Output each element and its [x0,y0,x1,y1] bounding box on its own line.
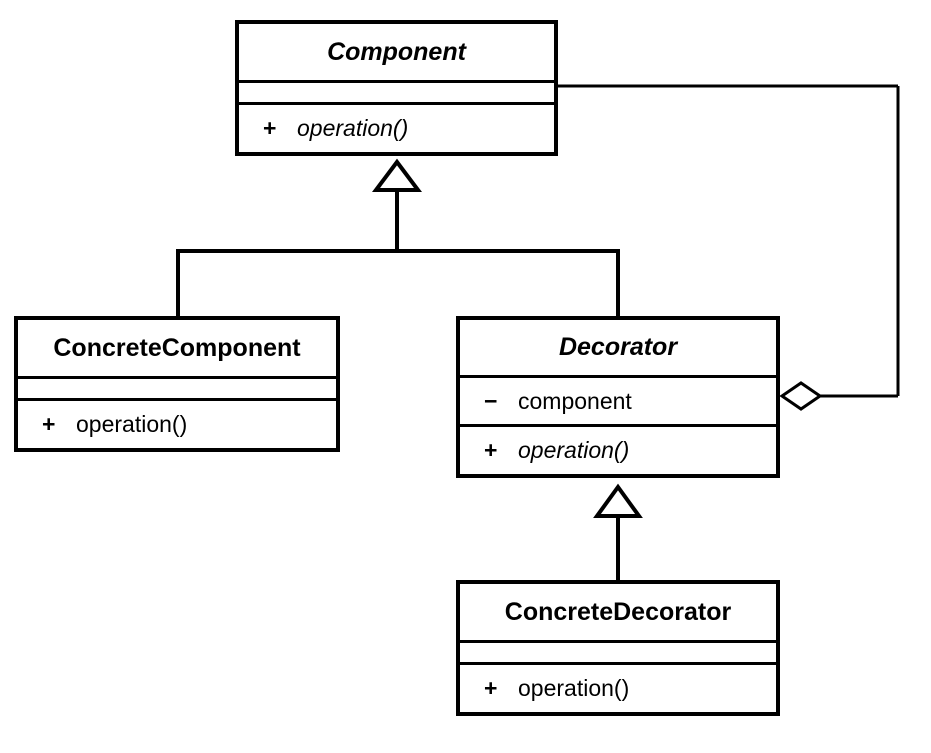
uml-class-decorator[interactable]: Decorator − component + operation() [456,316,780,478]
concretedecorator-operations-compartment: + operation() [460,662,776,712]
decorator-attribute-name: component [518,387,632,414]
uml-class-concretedecorator[interactable]: ConcreteDecorator + operation() [456,580,780,716]
aggregation-decorator-component [558,84,900,398]
generalization-arrowhead-decorator [593,483,643,518]
component-name-compartment: Component [239,24,554,80]
component-operations-compartment: + operation() [239,102,554,152]
concretecomponent-operation-row[interactable]: + operation() [18,411,187,438]
concretedecorator-operation-row[interactable]: + operation() [460,675,629,702]
concretecomponent-operation-name: operation() [76,411,188,437]
component-operation-name: operation() [297,115,409,141]
generalization-arrowhead-component [372,158,422,192]
component-operation-row[interactable]: + operation() [239,115,408,142]
decorator-operation-row[interactable]: + operation() [460,437,629,464]
decorator-attributes-compartment: − component [460,375,776,424]
decorator-operation-name: operation() [518,437,630,463]
concretecomponent-operations-compartment: + operation() [18,398,336,448]
concretecomponent-class-name: ConcreteComponent [53,333,301,362]
concretedecorator-name-compartment: ConcreteDecorator [460,584,776,640]
component-attributes-compartment [239,80,554,102]
uml-class-concretecomponent[interactable]: ConcreteComponent + operation() [14,316,340,452]
concretedecorator-class-name: ConcreteDecorator [504,597,732,626]
decorator-name-compartment: Decorator [460,320,776,375]
aggregation-diamond-icon [779,381,823,411]
concretecomponent-name-compartment: ConcreteComponent [18,320,336,376]
concretedecorator-operation-name: operation() [518,675,630,701]
concretecomponent-operation-visibility: + [42,411,56,437]
uml-class-component[interactable]: Component + operation() [235,20,558,156]
decorator-operation-visibility: + [484,437,498,463]
component-class-name: Component [327,37,466,66]
component-operation-visibility: + [263,115,277,141]
generalization-tree-component [176,188,620,318]
concretedecorator-operation-visibility: + [484,675,498,701]
decorator-attribute-row[interactable]: − component [460,388,632,415]
concretecomponent-attributes-compartment [18,376,336,398]
decorator-attribute-visibility: − [484,387,498,414]
concretedecorator-attributes-compartment [460,640,776,662]
decorator-class-name: Decorator [558,333,678,361]
decorator-operations-compartment: + operation() [460,424,776,474]
